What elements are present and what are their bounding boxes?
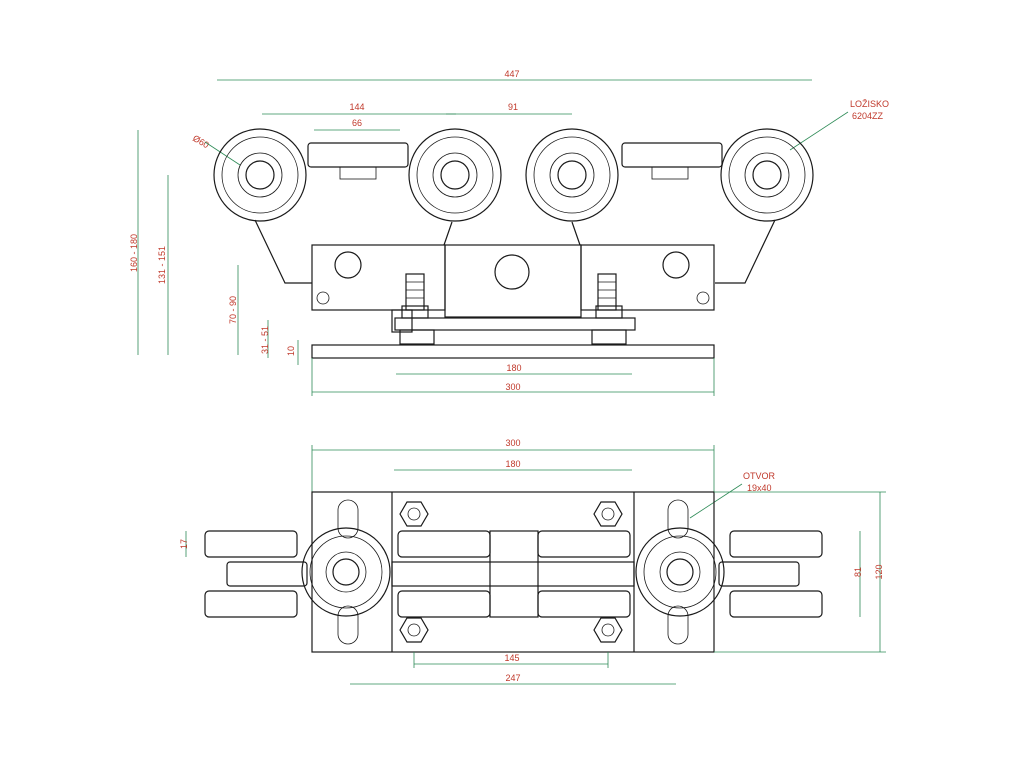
threaded-rod-left [405,273,425,311]
nut-right-upper [595,305,623,319]
leader-diameter-60 [204,141,241,166]
slot-top-right [667,499,689,539]
leader-bearing [789,111,849,151]
dim-31-51: 31 - 51 [260,326,270,354]
hole-label: OTVOR [743,471,776,481]
top-wheel-right [635,527,725,617]
arm-center-left [443,221,453,246]
top-main-plate [311,491,715,653]
body-block-left [311,244,446,311]
body-block-center [444,244,582,318]
dim-180-front: 180 [506,363,521,373]
bearing-label: LOŽISKO [850,99,889,109]
hex-nut-bottom-right [593,617,623,643]
leader-hole [689,483,743,519]
nut-left-upper [401,305,429,319]
guide-roller-left [307,142,409,180]
axle-center [494,254,530,290]
axle-right [662,251,690,279]
center-axle-bar [391,561,635,587]
arm-right [715,219,776,284]
axle-left [334,251,362,279]
outer-roller-left [204,530,308,618]
front-wheel-3 [525,128,619,222]
front-wheel-2 [408,128,502,222]
mounting-plate [394,317,636,331]
front-wheel-1 [213,128,307,222]
inner-roller-bl [397,590,491,618]
dim-145: 145 [504,653,519,663]
dim-10: 10 [286,346,296,356]
nut-right-lower [591,329,627,345]
bearing-type: 6204ZZ [852,111,884,121]
dim-70-90: 70 - 90 [228,296,238,324]
inner-roller-tr [537,530,631,558]
nut-left-lower [399,329,435,345]
hex-nut-top-left [399,501,429,527]
inner-roller-br [537,590,631,618]
dim-91: 91 [508,102,518,112]
dim-diameter-60: Ø60 [191,133,211,150]
dim-160-180: 160 - 180 [129,234,139,272]
dim-300-front: 300 [505,382,520,392]
dim-144: 144 [349,102,364,112]
front-wheel-4 [720,128,814,222]
inner-roller-tl [397,530,491,558]
threaded-rod-right [597,273,617,311]
dim-447: 447 [504,69,519,79]
slot-top-left [337,499,359,539]
front-view: 447 144 66 91 Ø60 LOŽISKO 6204ZZ [129,69,889,396]
dim-300-top: 300 [505,438,520,448]
dim-247: 247 [505,673,520,683]
dim-120: 120 [874,564,884,579]
guide-roller-right [621,142,723,180]
bolt-hole-right [696,291,710,305]
hex-nut-bottom-left [399,617,429,643]
center-hub [489,530,539,618]
dim-131-151: 131 - 151 [157,246,167,284]
dim-180-top: 180 [505,459,520,469]
base-bar [311,344,715,359]
dim-81: 81 [853,567,863,577]
body-block-right [580,244,715,311]
top-wheel-left [301,527,391,617]
top-view: 300 180 OTVOR 19x40 [179,438,886,685]
hole-size: 19x40 [747,483,772,493]
dim-66: 66 [352,118,362,128]
arm-center-right [571,221,581,246]
slot-bottom-right [667,605,689,645]
bolt-hole-left [316,291,330,305]
slot-bottom-left [337,605,359,645]
arm-left [254,219,312,284]
outer-roller-right [718,530,823,618]
hex-nut-top-right [593,501,623,527]
dim-17: 17 [179,539,189,549]
